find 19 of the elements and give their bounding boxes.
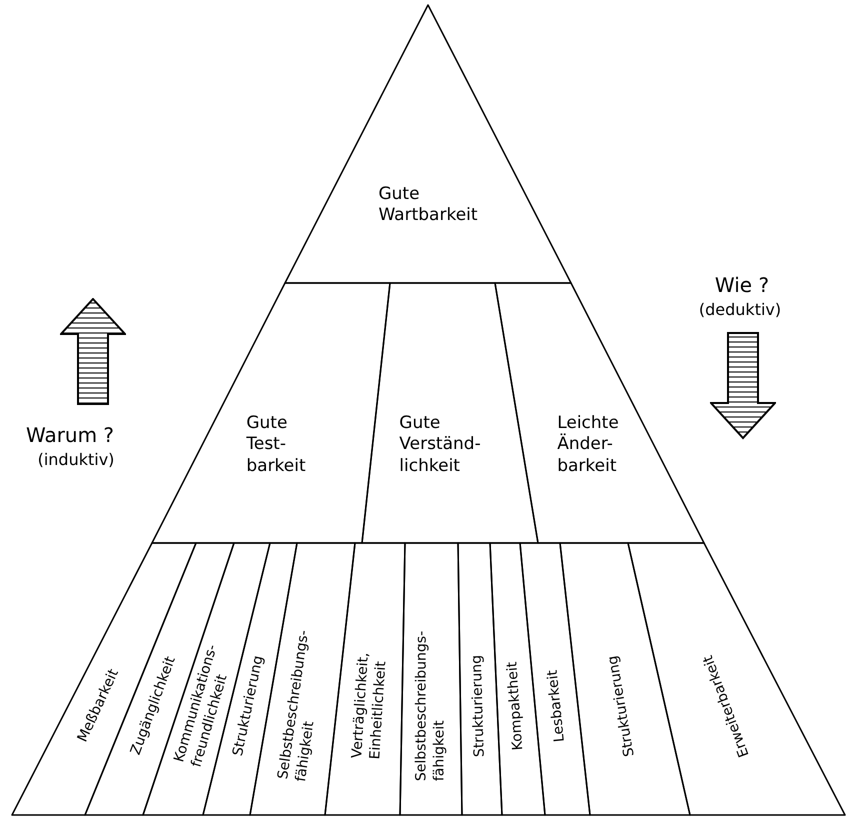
cell-label: Lesbarkeit bbox=[544, 669, 568, 744]
question-label: Warum ? bbox=[26, 422, 114, 449]
cell-label: Selbstbeschreibungs- fähigkeit bbox=[414, 631, 448, 782]
pyramid-base-cell bbox=[325, 543, 405, 815]
method-label: (induktiv) bbox=[38, 449, 114, 471]
question-label: Wie ? bbox=[714, 272, 770, 299]
cell-label: Kompaktheit bbox=[504, 661, 528, 751]
pyramid-base-cell bbox=[400, 543, 462, 815]
cell-label: Strukturierung bbox=[468, 654, 489, 758]
pyramid-base-cell bbox=[458, 543, 502, 815]
method-label: (deduktiv) bbox=[698, 299, 782, 321]
cell-label: Leichte Änder- barkeit bbox=[557, 413, 619, 477]
pyramid-top-cell bbox=[285, 5, 571, 283]
cell-label: Verträglichkeit, Einheitlichkeit bbox=[348, 652, 390, 760]
pyramid-middle-cell bbox=[152, 283, 390, 543]
cell-label: Gute Wartbarkeit bbox=[378, 184, 478, 226]
cell-label: Gute Verständ- lichkeit bbox=[399, 413, 481, 477]
pyramid-base-cell bbox=[490, 543, 545, 815]
cell-label: Gute Test- barkeit bbox=[246, 413, 306, 477]
